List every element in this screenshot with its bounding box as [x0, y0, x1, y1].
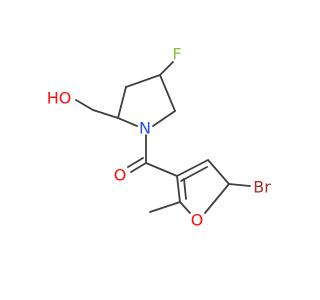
furan-oxygen-label: O [191, 211, 204, 230]
bond-cco-c3 [145, 162, 178, 177]
bond-cco-o-a [130, 162, 147, 173]
bond-c5-n [152, 110, 176, 127]
bond-n-c2 [117, 117, 138, 127]
molecule-diagram: F HO N O O Br [47, 45, 272, 230]
bond-c2-ch2 [92, 109, 119, 119]
bond-cco-o-b [127, 157, 144, 168]
bond-c3-c4f-b [180, 166, 208, 182]
bonds [75, 61, 251, 214]
structure-svg: F HO N O O Br [47, 45, 272, 230]
atom-labels: F HO N O O Br [47, 45, 272, 230]
bond-c3-c4 [125, 74, 161, 88]
fluorine-atom-label: F [172, 45, 181, 64]
bond-c2f-c3-b [183, 178, 187, 200]
bond-c3-c4f-a [176, 159, 209, 177]
bond-o-c2f [179, 201, 191, 214]
hydroxyl-atom-label: HO [47, 89, 72, 108]
bond-c4-f [159, 61, 174, 76]
bond-c2f-c3-a [176, 175, 181, 203]
carbonyl-oxygen-label: O [114, 166, 127, 185]
bromine-atom-label: Br [253, 178, 271, 197]
bond-ch2-oh [75, 99, 94, 111]
bond-c2f-me [149, 201, 181, 213]
bond-c4f-c5f [207, 159, 230, 185]
bond-c5f-o [204, 183, 230, 214]
bond-c4-c5 [159, 74, 176, 112]
bond-c5f-br [228, 183, 251, 187]
nitrogen-atom-label: N [139, 119, 151, 138]
bond-c2-c3 [117, 86, 127, 119]
